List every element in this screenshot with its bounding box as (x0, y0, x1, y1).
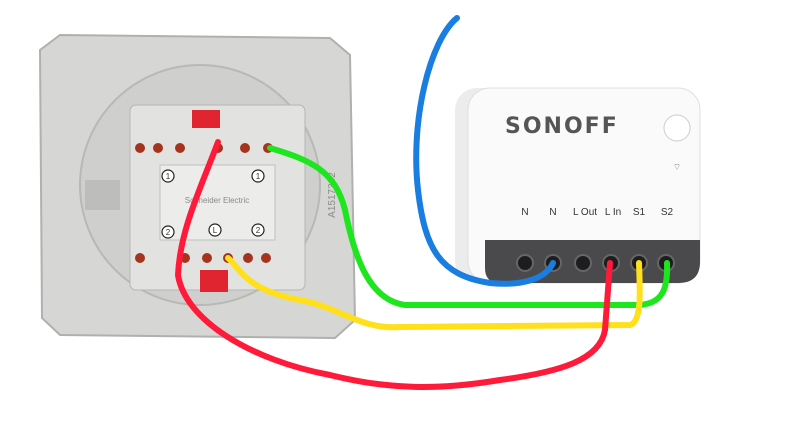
terminal-l-out: L Out (573, 207, 597, 218)
wire-neutral-blue (413, 15, 556, 287)
mark-2a: 2 (166, 228, 171, 237)
terminal-n2: N (549, 207, 556, 218)
model-number: A1517302 (327, 172, 338, 218)
mark-1a: 1 (166, 172, 171, 181)
wire-s1-yellow (225, 255, 643, 331)
wall-switch: 1 2 1 2 L Schneider Electric A1517302 (38, 33, 357, 340)
terminal-n1: N (521, 207, 528, 218)
wifi-icon: ⌔ (673, 162, 681, 172)
sonoff-module: SONOFF ⌔ N N L Out L In S1 S2 (455, 87, 701, 284)
terminal-s2: S2 (661, 207, 674, 218)
terminal-l-in: L In (605, 207, 621, 218)
schneider-logo: Schneider Electric (185, 196, 249, 205)
mark-1b: 1 (256, 172, 261, 181)
pairing-button (663, 114, 691, 142)
mark-l: L (213, 226, 218, 235)
terminal-s1: S1 (633, 207, 646, 218)
wire-s2-green (267, 145, 671, 308)
sonoff-logo: SONOFF (505, 114, 619, 139)
wire-live-red (175, 139, 613, 390)
mark-2b: 2 (256, 226, 261, 235)
